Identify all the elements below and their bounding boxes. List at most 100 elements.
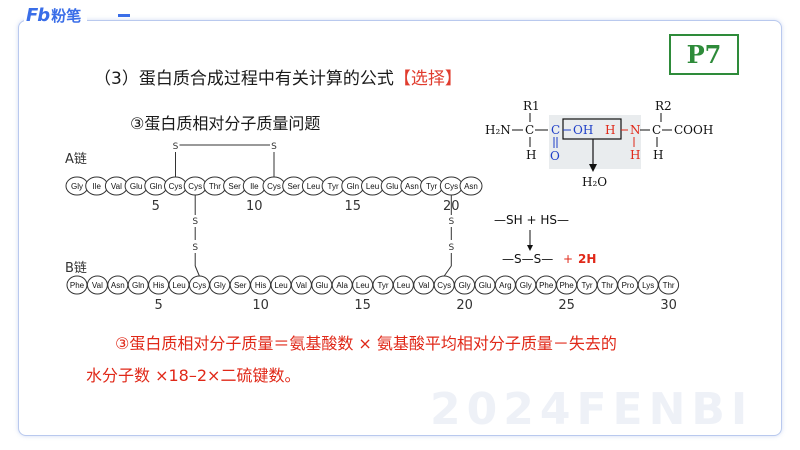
- dipeptide-figure: R1 R2 H₂N C C OH H N C COOH H O H H H₂O: [485, 99, 713, 189]
- chain-b-residue-label: Cys: [193, 281, 207, 290]
- chain-a-tick-label: 15: [345, 199, 362, 214]
- chain-a-residue-label: Val: [111, 182, 122, 191]
- alpha-carbon-2: C: [652, 123, 661, 137]
- sulfur-label: S: [448, 243, 454, 253]
- heading-tag: 【选择】: [393, 69, 462, 89]
- chain-b-residue-label: Arg: [499, 281, 511, 290]
- chain-b-residue-label: Phe: [70, 281, 85, 290]
- chain-b-residue-label: Leu: [274, 281, 287, 290]
- sulfur-label: S: [448, 217, 454, 227]
- chain-b-residue-label: Cys: [437, 281, 451, 290]
- chain-a-residue-label: Gly: [71, 182, 83, 191]
- chain-b-residue-label: Phe: [559, 281, 574, 290]
- amine-h: H: [605, 123, 615, 137]
- chain-b-tick-label: 20: [456, 298, 473, 313]
- chain-a-residue-label: Ile: [92, 182, 101, 191]
- chain-a-residue-label: Cys: [444, 182, 458, 191]
- water-product: H₂O: [582, 175, 607, 189]
- chain-a-tick-label: 5: [152, 199, 160, 214]
- chain-b-tick-label: 5: [154, 298, 162, 313]
- alpha-carbon-1: C: [525, 123, 534, 137]
- chain-b-tick-label: 10: [252, 298, 269, 313]
- chain-a-residue-label: Tyr: [426, 182, 437, 191]
- chain-a-tick-label: 10: [246, 199, 263, 214]
- chain-b-residue-label: Val: [418, 281, 429, 290]
- chain-a-residue-label: Glu: [386, 182, 398, 191]
- chain-b-residue-label: Val: [296, 281, 307, 290]
- chain-a-residue-label: Ser: [287, 182, 300, 191]
- chain-b-residue-label: Glu: [316, 281, 328, 290]
- carboxyl-group: COOH: [674, 123, 713, 137]
- sulfur-label: S: [192, 243, 198, 253]
- chain-b-residue-label: Pro: [622, 281, 635, 290]
- chain-b-residue-label: Leu: [172, 281, 185, 290]
- amine-h-2: H: [630, 148, 640, 162]
- brand-mark: Fb: [26, 4, 50, 26]
- section-heading: （3）蛋白质合成过程中有关计算的公式【选择】: [94, 64, 462, 89]
- oh-h-box: [562, 118, 622, 140]
- chain-b-residue-label: Lys: [642, 281, 654, 290]
- chain-b-residue-label: Gly: [520, 281, 532, 290]
- chain-a-residue-label: Tyr: [328, 182, 339, 191]
- hydroxyl-group: OH: [573, 123, 593, 137]
- chain-b-residue-label: Asn: [111, 281, 125, 290]
- chain-b-tick-label: 25: [558, 298, 575, 313]
- chain-a: Gly Ile Val Glu Gln Cys Cys Thr Ser Ile Cys Ser Leu T…: [65, 176, 483, 214]
- watermark: 2024FENBI: [430, 384, 754, 435]
- chain-b-residue-label: Tyr: [377, 281, 388, 290]
- page-badge: P7: [669, 34, 739, 75]
- chain-a-residue-label: Cys: [188, 182, 202, 191]
- chain-b-residue-label: His: [255, 281, 267, 290]
- chain-b-residue-label: His: [153, 281, 165, 290]
- chain-b-residue-label: Thr: [663, 281, 675, 290]
- formula-line-1: ③蛋白质相对分子质量＝氨基酸数 × 氨基酸平均相对分子质量－失去的: [115, 334, 617, 353]
- chain-a-residue-label: Glu: [130, 182, 142, 191]
- chain-b-residue-label: Glu: [479, 281, 491, 290]
- sulfur-label: S: [271, 142, 277, 152]
- disulfide-reactants: —SH + HS—: [494, 213, 569, 227]
- chain-b-label: B链: [65, 261, 87, 276]
- r2-label: R2: [655, 99, 672, 113]
- subheading: ③蛋白质相对分子质量问题: [130, 114, 321, 133]
- chain-a-residue-label: Cys: [267, 182, 281, 191]
- amino-group: H₂N: [485, 123, 511, 137]
- chain-b-residue-label: Ser: [234, 281, 247, 290]
- chain-a-residue-label: Asn: [464, 182, 478, 191]
- slide-frame: [18, 20, 782, 436]
- chain-a-residue-label: Thr: [209, 182, 221, 191]
- inter-bond-line: [194, 265, 200, 277]
- chain-a-residue-label: Ile: [250, 182, 259, 191]
- chain-b-residue-label: Tyr: [581, 281, 592, 290]
- chain-a-residue-label: Gln: [347, 182, 359, 191]
- inter-bond-line: [443, 265, 452, 277]
- chain-b-residue-label: Leu: [356, 281, 369, 290]
- chain-b-residue-label: Val: [92, 281, 103, 290]
- chain-b-residue-label: Gly: [459, 281, 471, 290]
- chain-a-residue-label: Leu: [366, 182, 379, 191]
- chain-b-residue-circle: [658, 275, 680, 295]
- chain-a-residue-label: Asn: [405, 182, 419, 191]
- amine-n: N: [630, 123, 641, 137]
- heading-text: （3）蛋白质合成过程中有关计算的公式: [94, 69, 394, 89]
- sulfur-label: S: [173, 142, 179, 152]
- chain-b-residue-label: Thr: [601, 281, 613, 290]
- chain-a-label: A链: [65, 152, 87, 167]
- brand-underline: [118, 14, 130, 17]
- r1-label: R1: [523, 99, 540, 113]
- sulfur-label: S: [192, 217, 198, 227]
- chain-a-residue-circle: [459, 176, 483, 196]
- formula-line-2: 水分子数 ×18–2×二硫键数。: [86, 366, 301, 385]
- alpha-h-2: H: [653, 148, 663, 162]
- chain-a-residue-label: Gln: [150, 182, 162, 191]
- disulfide-product: —S—S—: [502, 252, 553, 266]
- reaction-highlight: [549, 115, 641, 169]
- alpha-h-1: H: [526, 148, 536, 162]
- disulfide-plus: +: [563, 252, 573, 266]
- carbonyl-carbon: C: [551, 123, 560, 137]
- chain-a-residue-label: Ser: [228, 182, 241, 191]
- disulfide-reaction: —SH + HS— —S—S— + 2H: [494, 213, 596, 266]
- disulfide-bonds: S S S S S S: [173, 142, 454, 277]
- brand-logo: Fb 粉笔: [24, 3, 88, 27]
